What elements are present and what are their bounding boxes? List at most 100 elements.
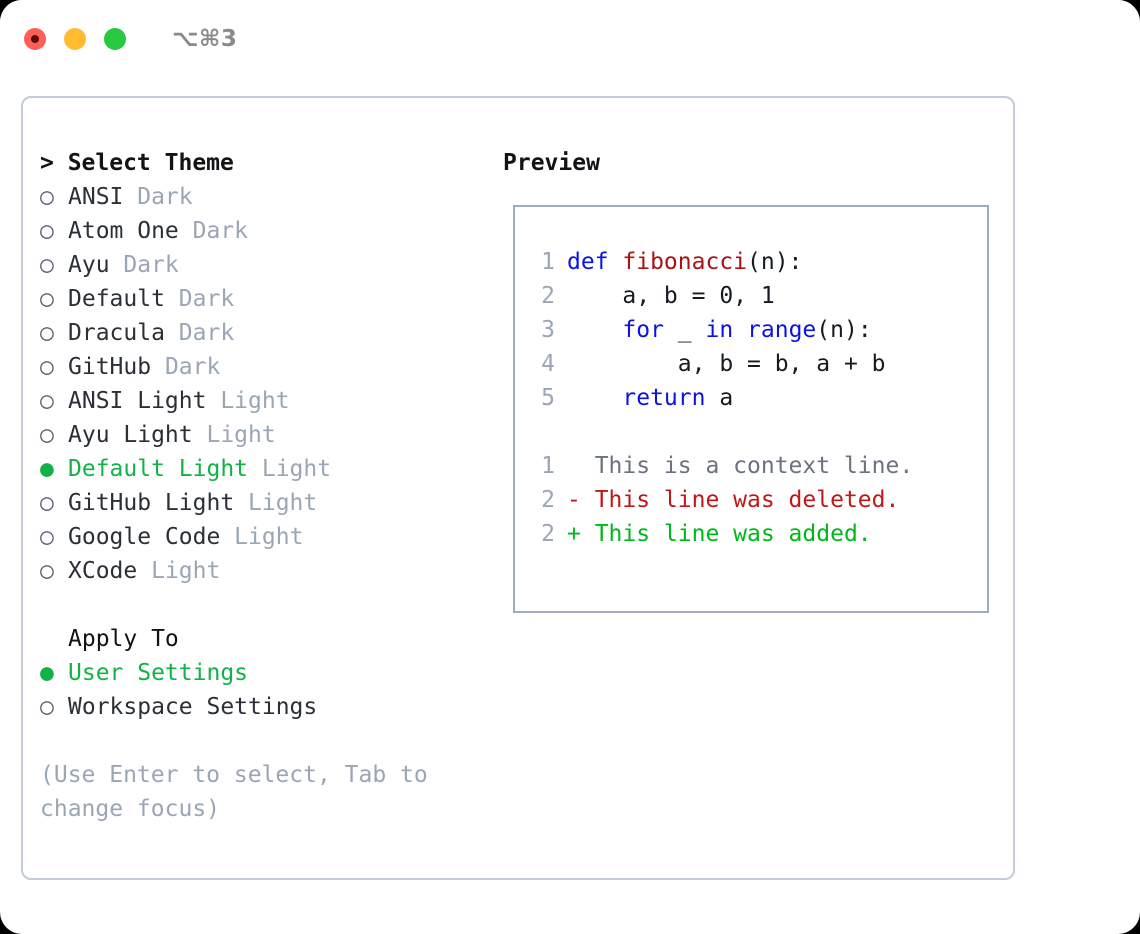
diff-line-number: 2 <box>541 487 555 513</box>
diff-line-text: This is a context line. <box>567 453 914 479</box>
theme-name-label: ANSI <box>68 184 124 210</box>
diff-sample: 1 This is a context line. 2 - This line wa… <box>529 449 987 551</box>
radio-unselected-icon: ○ <box>40 388 54 414</box>
radio-unselected-icon: ○ <box>40 558 54 584</box>
diff-line-text: + This line was added. <box>567 521 872 547</box>
close-button-icon[interactable] <box>24 28 46 50</box>
code-line: 5 return a <box>529 381 987 415</box>
code-line-number: 5 <box>541 385 555 411</box>
theme-list-item[interactable]: ○ ANSI Dark <box>40 180 503 214</box>
code-token: for <box>622 317 664 343</box>
radio-unselected-icon: ○ <box>40 184 54 210</box>
theme-name-label: Dracula <box>68 320 165 346</box>
theme-name-label: Google Code <box>68 524 221 550</box>
code-token <box>567 317 622 343</box>
radio-unselected-icon: ○ <box>40 490 54 516</box>
theme-list-item[interactable]: ○ Ayu Light Light <box>40 418 503 452</box>
apply-to-item[interactable]: ○ Workspace Settings <box>40 690 503 724</box>
code-line-number: 3 <box>541 317 555 343</box>
theme-name-label: Default <box>68 286 165 312</box>
theme-list-item[interactable]: ○ GitHub Light Light <box>40 486 503 520</box>
code-line: 4 a, b = b, a + b <box>529 347 987 381</box>
theme-list-item[interactable]: ○ XCode Light <box>40 554 503 588</box>
diff-line-text: - This line was deleted. <box>567 487 900 513</box>
diff-line-del: 2 - This line was deleted. <box>529 483 987 517</box>
theme-name-label: Ayu <box>68 252 110 278</box>
list-spacer <box>40 588 503 622</box>
preview-heading: Preview <box>503 150 600 176</box>
code-token: fibonacci <box>622 249 748 275</box>
radio-unselected-icon: ○ <box>40 694 54 720</box>
theme-category-tag: Light <box>220 524 304 550</box>
code-line: 3 for _ in range(n): <box>529 313 987 347</box>
code-token: (n): <box>816 317 872 343</box>
theme-list-item[interactable]: ○ Ayu Dark <box>40 248 503 282</box>
theme-name-label: Ayu Light <box>68 422 193 448</box>
preview-gap <box>529 415 987 449</box>
apply-to-label: User Settings <box>68 660 249 686</box>
code-line: 1 def fibonacci(n): <box>529 245 987 279</box>
apply-to-heading: Apply To <box>68 626 179 652</box>
code-line-number: 1 <box>541 249 555 275</box>
code-token: _ <box>663 317 706 343</box>
theme-list[interactable]: ○ANSI Dark○Atom One Dark○Ayu Dark○Defaul… <box>40 180 503 588</box>
apply-to-label: Workspace Settings <box>68 694 318 720</box>
minimize-button-icon[interactable] <box>64 28 86 50</box>
code-token: a <box>705 385 734 411</box>
diff-line-number: 2 <box>541 521 555 547</box>
radio-unselected-icon: ○ <box>40 286 54 312</box>
theme-list-item[interactable]: ○ ANSI Light Light <box>40 384 503 418</box>
theme-name-label: GitHub Light <box>68 490 235 516</box>
keyboard-shortcut-label: ⌥⌘3 <box>172 26 238 52</box>
theme-list-item[interactable]: ○GitHub Dark <box>40 350 503 384</box>
radio-unselected-icon: ○ <box>40 252 54 278</box>
main-panel: > Select Theme ○ANSI Dark○Atom One Dark○… <box>21 96 1015 880</box>
radio-unselected-icon: ○ <box>40 320 54 346</box>
theme-category-tag: Light <box>248 456 332 482</box>
theme-category-tag: Dark <box>109 252 179 278</box>
theme-category-tag: Dark <box>164 286 235 312</box>
theme-list-item[interactable]: ○ Google Code Light <box>40 520 503 554</box>
diff-line-number: 1 <box>541 453 555 479</box>
code-token: in <box>705 317 734 343</box>
code-token: def <box>567 249 623 275</box>
theme-category-tag: Light <box>206 388 290 414</box>
code-token: (n): <box>747 249 803 275</box>
theme-selector-column: > Select Theme ○ANSI Dark○Atom One Dark○… <box>23 98 503 878</box>
apply-to-list[interactable]: ●User Settings ○ Workspace Settings <box>40 656 503 724</box>
code-token <box>567 385 622 411</box>
select-theme-heading: > Select Theme <box>40 150 234 176</box>
code-line: 2 a, b = 0, 1 <box>529 279 987 313</box>
theme-category-tag: Dark <box>123 184 193 210</box>
theme-list-item[interactable]: ○Atom One Dark <box>40 214 503 248</box>
theme-category-tag: Light <box>192 422 276 448</box>
theme-list-item[interactable]: ●Default Light Light <box>40 452 503 486</box>
theme-list-item[interactable]: ○ Dracula Dark <box>40 316 503 350</box>
maximize-button-icon[interactable] <box>104 28 126 50</box>
code-line-number: 2 <box>541 283 555 309</box>
code-token: return <box>622 385 706 411</box>
title-bar: ⌥⌘3 <box>0 0 1140 78</box>
theme-list-item[interactable]: ○ Default Dark <box>40 282 503 316</box>
code-token: range <box>747 317 817 343</box>
radio-unselected-icon: ○ <box>40 422 54 448</box>
diff-line-ctx: 1 This is a context line. <box>529 449 987 483</box>
theme-name-label: ANSI Light <box>68 388 207 414</box>
theme-name-label: XCode <box>68 558 138 584</box>
code-token: a, b = 0, 1 <box>567 283 775 309</box>
radio-selected-icon: ● <box>40 456 54 482</box>
apply-to-item[interactable]: ●User Settings <box>40 656 503 690</box>
radio-unselected-icon: ○ <box>40 524 54 550</box>
code-token <box>733 317 747 343</box>
theme-category-tag: Light <box>234 490 318 516</box>
theme-category-tag: Light <box>137 558 221 584</box>
theme-category-tag: Dark <box>164 320 235 346</box>
theme-name-label: GitHub <box>68 354 152 380</box>
radio-unselected-icon: ○ <box>40 218 54 244</box>
code-token: a, b = b, a + b <box>567 351 886 377</box>
diff-line-add: 2 + This line was added. <box>529 517 987 551</box>
theme-category-tag: Dark <box>178 218 249 244</box>
